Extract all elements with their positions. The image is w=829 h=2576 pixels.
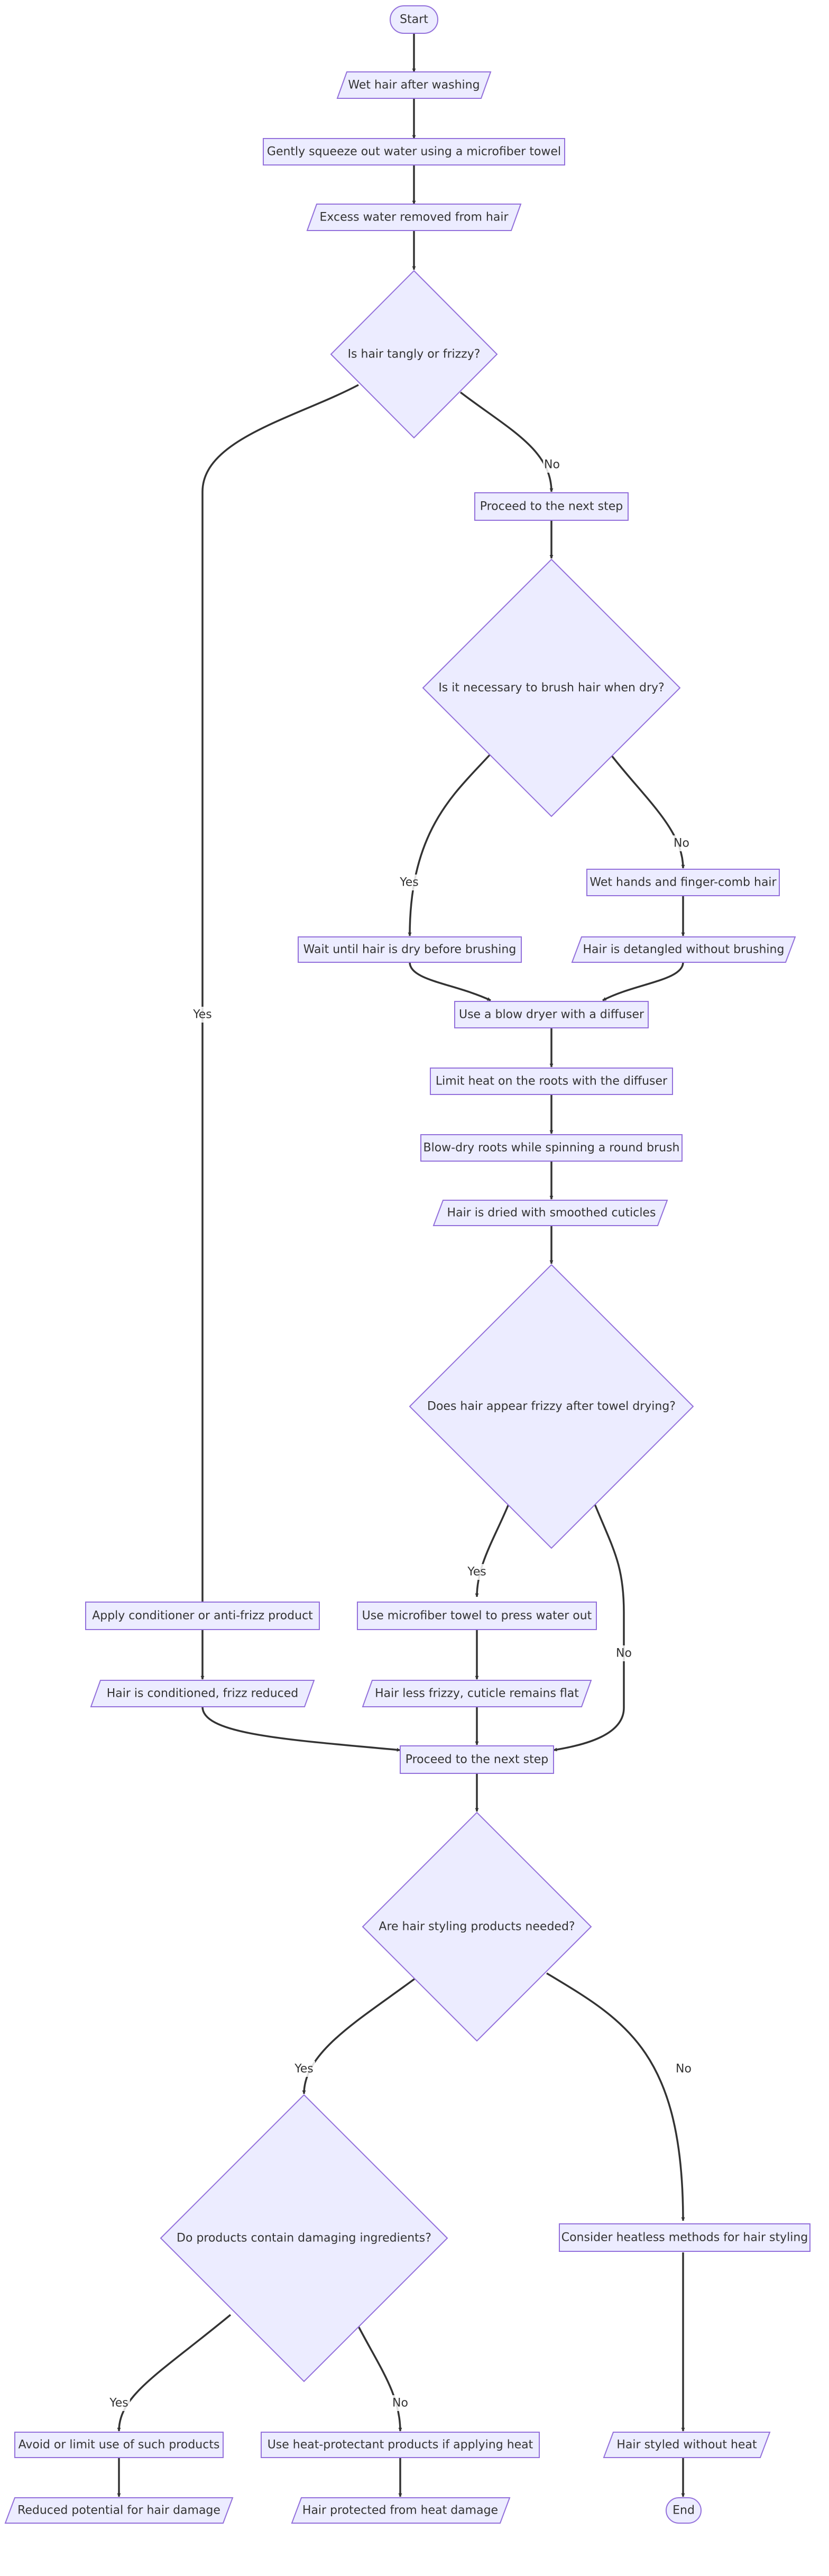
node-conditioned: Hair is conditioned, frizz reduced [90,1680,315,1707]
node-reduced: Reduced potential for hair damage [4,2497,234,2524]
node-presstowel: Use microfiber towel to press water out [357,1602,597,1630]
edge-damaging-protectant [357,2326,402,2432]
node-label: Wet hair after washing [348,79,480,92]
edge-label-text: Yes [399,876,419,889]
node-waitdry: Wait until hair is dry before brushing [298,936,522,963]
edge-label-text: Yes [467,1566,486,1579]
node-brush: Is it necessary to brush hair when dry? [422,558,681,817]
node-stylingneeded: Are hair styling products needed? [362,1811,592,2042]
edge-label-text: No [676,2063,692,2076]
node-label: Gently squeeze out water using a microfi… [267,145,561,159]
node-blowdry: Blow-dry roots while spinning a round br… [420,1134,683,1162]
edge-label-brush-no: No [673,835,690,851]
node-start: Start [390,5,438,34]
node-label: Hair protected from heat damage [302,2504,498,2517]
edge-label-brush-yes: Yes [398,875,420,890]
node-end: End [666,2497,702,2524]
node-label: Avoid or limit use of such products [19,2439,220,2452]
edge-frizzytowel-next2 [553,1504,625,1752]
edge-stylingneeded-heatless [546,1972,685,2221]
node-excess: Excess water removed from hair [306,204,522,231]
node-protectant: Use heat-protectant products if applying… [261,2432,540,2458]
node-detangled: Hair is detangled without brushing [571,936,796,963]
edge-stylingneeded-damaging [302,1977,416,2094]
node-label: Limit heat on the roots with the diffuse… [436,1075,668,1088]
node-label: Excess water removed from hair [319,211,509,224]
edge-label-text: Yes [294,2063,314,2076]
edge-labels: Yes No Yes No Yes No Yes No [108,457,693,2411]
node-label: Start [400,13,428,26]
node-label: Hair less frizzy, cuticle remains flat [375,1687,579,1700]
node-label: Is it necessary to brush hair when dry? [438,682,664,695]
node-frizzytowel: Does hair appear frizzy after towel dryi… [409,1264,694,1549]
edge-tangly-next1 [459,391,554,492]
node-avoid: Avoid or limit use of such products [14,2432,224,2458]
node-next2: Proceed to the next step [400,1745,554,1774]
edge-tangly-conditioner [200,384,359,1612]
edges [117,33,685,2497]
edge-label-text: No [674,837,689,850]
node-label: Do products contain damaging ingredients… [177,2232,431,2245]
edge-damaging-avoid [117,2314,232,2432]
node-conditioner: Apply conditioner or anti-frizz product [85,1602,320,1630]
node-label: Hair is detangled without brushing [583,943,785,956]
node-label: Wait until hair is dry before brushing [303,943,517,956]
edge-frizzytowel-presstowel [475,1504,510,1597]
node-label: Use a blow dryer with a diffuser [459,1008,644,1022]
node-next1: Proceed to the next step [474,492,629,521]
edge-detangled-diffuser [602,962,684,1001]
node-heatless: Consider heatless methods for hair styli… [559,2223,810,2252]
edge-label-frizzy-yes: Yes [466,1564,488,1580]
node-protected: Hair protected from heat damage [291,2497,511,2524]
node-label: End [673,2504,695,2517]
node-label: Hair is conditioned, frizz reduced [107,1687,299,1700]
edge-label-tangly-no: No [543,457,561,473]
node-label: Reduced potential for hair damage [17,2504,220,2517]
node-limitheat: Limit heat on the roots with the diffuse… [430,1068,673,1095]
edge-brush-waitdry [408,754,491,936]
node-lessfrizzy: Hair less frizzy, cuticle remains flat [362,1680,592,1707]
node-label: Does hair appear frizzy after towel dryi… [427,1400,676,1413]
node-label: Wet hands and finger-comb hair [589,876,777,889]
edge-label-damaging-no: No [391,2395,409,2411]
node-label: Use microfiber towel to press water out [362,1609,592,1623]
edge-label-damaging-yes: Yes [108,2395,130,2411]
node-wet: Wet hair after washing [336,71,492,99]
edge-label-text: No [616,1647,632,1660]
node-label: Blow-dry roots while spinning a round br… [423,1142,679,1155]
edge-conditioned-next2 [201,1706,401,1752]
node-label: Use heat-protectant products if applying… [268,2439,533,2452]
node-label: Proceed to the next step [480,500,623,513]
edge-label-tangly-yes: Yes [191,1007,214,1023]
edge-brush-fingercomb [610,754,685,869]
node-label: Consider heatless methods for hair styli… [561,2231,808,2244]
node-fingercomb: Wet hands and finger-comb hair [586,869,780,896]
node-label: Is hair tangly or frizzy? [348,348,481,361]
node-styledwithout: Hair styled without heat [603,2432,771,2458]
edge-label-text: No [544,458,560,472]
edge-label-styling-no: No [675,2061,693,2077]
node-label: Proceed to the next step [406,1753,549,1767]
edge-label-text: Yes [109,2397,128,2410]
edge-label-text: Yes [192,1008,212,1022]
edge-label-frizzy-no: No [615,1645,633,1661]
edge-label-text: No [392,2397,408,2410]
node-damaging: Do products contain damaging ingredients… [160,2094,448,2382]
edge-label-styling-yes: Yes [293,2061,315,2077]
node-label: Apply conditioner or anti-frizz product [92,1609,313,1623]
node-label: Are hair styling products needed? [379,1920,575,1934]
node-tangly: Is hair tangly or frizzy? [330,270,498,439]
node-squeeze: Gently squeeze out water using a microfi… [263,138,565,165]
node-dried: Hair is dried with smoothed cuticles [432,1200,668,1226]
node-diffuser: Use a blow dryer with a diffuser [454,1001,649,1028]
node-label: Hair is dried with smoothed cuticles [447,1207,656,1220]
node-label: Hair styled without heat [616,2439,757,2452]
edge-waitdry-diffuser [409,962,491,1001]
nodes: Start Wet hair after washing Gently sque… [4,5,810,2524]
